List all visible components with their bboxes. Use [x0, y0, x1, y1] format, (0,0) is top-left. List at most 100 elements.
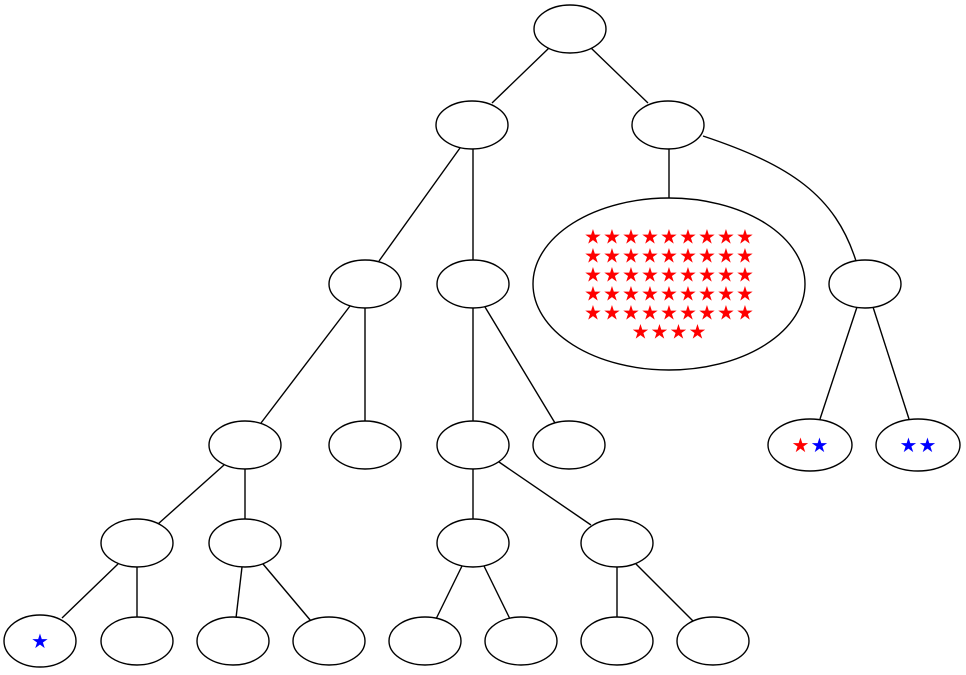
node-h[interactable] — [436, 420, 510, 470]
red-star-icon: ★ — [584, 225, 602, 249]
node-v[interactable] — [580, 616, 654, 666]
node-s[interactable] — [292, 616, 366, 666]
node-big[interactable]: ★★★★★★★★★★★★★★★★★★★★★★★★★★★★★★★★★★★★★★★★… — [532, 197, 806, 371]
red-star-icon: ★ — [584, 282, 602, 306]
node-ellipse — [100, 518, 174, 568]
red-star-icon: ★ — [603, 301, 621, 325]
red-star-icon: ★ — [698, 282, 716, 306]
red-star-icon: ★ — [584, 244, 602, 268]
red-star-icon: ★ — [603, 244, 621, 268]
node-ellipse — [631, 100, 705, 150]
red-star-icon: ★ — [679, 263, 697, 287]
red-star-icon: ★ — [717, 225, 735, 249]
node-g[interactable] — [328, 420, 402, 470]
red-star-icon: ★ — [632, 320, 650, 344]
edge-h-o — [498, 461, 592, 526]
node-r[interactable] — [196, 616, 270, 666]
node-p[interactable]: ★ — [3, 614, 77, 668]
edge-root-a — [491, 47, 550, 104]
red-star-icon: ★ — [717, 282, 735, 306]
node-k[interactable]: ★★ — [875, 418, 961, 472]
node-ellipse — [328, 259, 402, 309]
red-star-icon: ★ — [584, 263, 602, 287]
red-star-icon: ★ — [717, 263, 735, 287]
red-star-icon: ★ — [622, 244, 640, 268]
node-q[interactable] — [100, 616, 174, 666]
red-star-icon: ★ — [660, 301, 678, 325]
node-c[interactable] — [328, 259, 402, 309]
node-e[interactable] — [828, 259, 902, 309]
node-ellipse — [436, 420, 510, 470]
red-star-icon: ★ — [792, 433, 810, 457]
node-ellipse — [208, 420, 282, 470]
node-b[interactable] — [631, 100, 705, 150]
red-star-icon: ★ — [698, 301, 716, 325]
red-star-icon: ★ — [736, 225, 754, 249]
red-star-icon: ★ — [641, 263, 659, 287]
edge-root-b — [590, 47, 649, 104]
node-ellipse — [532, 197, 806, 371]
node-f[interactable] — [208, 420, 282, 470]
red-star-icon: ★ — [622, 225, 640, 249]
node-t[interactable] — [388, 616, 462, 666]
red-star-icon: ★ — [660, 282, 678, 306]
edge-c-f — [260, 305, 351, 424]
node-ellipse — [828, 259, 902, 309]
red-star-icon: ★ — [641, 282, 659, 306]
blue-star-icon: ★ — [811, 433, 829, 457]
red-star-icon: ★ — [670, 320, 688, 344]
node-root[interactable] — [533, 4, 607, 54]
red-star-icon: ★ — [698, 263, 716, 287]
red-star-icon: ★ — [660, 263, 678, 287]
node-ellipse — [676, 616, 750, 666]
node-w[interactable] — [676, 616, 750, 666]
node-ellipse — [484, 616, 558, 666]
blue-star-icon: ★ — [31, 629, 49, 653]
red-star-icon: ★ — [679, 282, 697, 306]
node-ellipse — [328, 420, 402, 470]
edges-layer — [61, 47, 910, 622]
node-m[interactable] — [208, 518, 282, 568]
node-ellipse — [100, 616, 174, 666]
node-ellipse — [208, 518, 282, 568]
edge-d-i — [484, 306, 556, 424]
node-i[interactable] — [532, 420, 606, 470]
red-star-icon: ★ — [736, 282, 754, 306]
node-l[interactable] — [100, 518, 174, 568]
red-star-icon: ★ — [622, 301, 640, 325]
red-star-icon: ★ — [698, 225, 716, 249]
node-u[interactable] — [484, 616, 558, 666]
node-ellipse — [580, 518, 654, 568]
blue-star-icon: ★ — [900, 433, 918, 457]
edge-a-c — [378, 147, 461, 262]
red-star-icon: ★ — [736, 263, 754, 287]
edge-b-e — [702, 135, 857, 262]
red-star-icon: ★ — [641, 244, 659, 268]
red-star-icon: ★ — [622, 263, 640, 287]
edge-f-l — [157, 464, 225, 525]
edge-e-j — [819, 306, 858, 420]
edge-o-w — [635, 563, 694, 622]
node-ellipse — [292, 616, 366, 666]
node-ellipse — [436, 518, 510, 568]
node-ellipse — [196, 616, 270, 666]
red-star-icon: ★ — [689, 320, 707, 344]
node-d[interactable] — [436, 259, 510, 309]
node-o[interactable] — [580, 518, 654, 568]
red-star-icon: ★ — [651, 320, 669, 344]
node-ellipse — [875, 418, 961, 472]
edge-m-r — [235, 566, 243, 619]
node-n[interactable] — [436, 518, 510, 568]
nodes-layer: ★★★★★★★★★★★★★★★★★★★★★★★★★★★★★★★★★★★★★★★★… — [3, 4, 961, 668]
node-ellipse — [767, 418, 853, 472]
node-ellipse — [580, 616, 654, 666]
red-star-icon: ★ — [736, 244, 754, 268]
node-j[interactable]: ★★ — [767, 418, 853, 472]
node-a[interactable] — [435, 100, 509, 150]
edge-n-u — [483, 565, 511, 620]
node-ellipse — [388, 616, 462, 666]
red-star-icon: ★ — [660, 244, 678, 268]
node-ellipse — [532, 420, 606, 470]
red-star-icon: ★ — [584, 301, 602, 325]
